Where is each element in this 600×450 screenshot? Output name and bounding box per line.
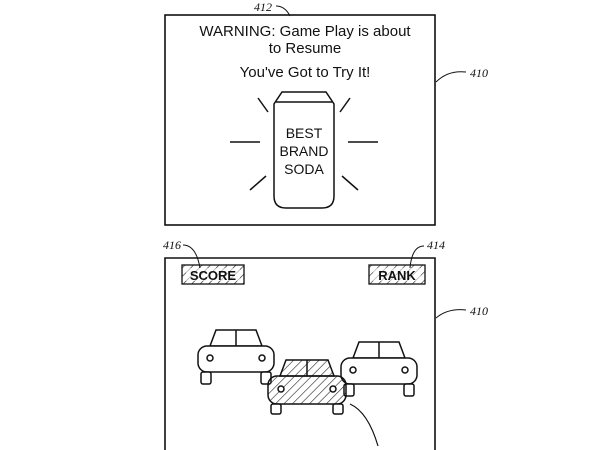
can-line-3: SODA [284,161,324,177]
leader-412 [275,5,291,17]
ref-numeral-412: 412 [254,0,272,14]
soda-can-icon [230,91,378,209]
top-screen-frame [164,14,436,226]
leader-410-bottom [435,309,467,319]
ref-numeral-416: 416 [163,238,181,252]
ref-numeral-410-top: 410 [470,66,488,80]
car-icon [267,359,347,415]
leader-410-top [435,71,467,83]
top-panel: 412 410 WARNING: Game Play is about to R… [164,0,488,226]
rank-label: RANK [378,268,416,283]
slogan: You've Got to Try It! [240,64,371,81]
can-line-1: BEST [286,125,323,141]
score-label: SCORE [190,268,237,283]
bottom-panel: 416 414 410 SCORE RANK [163,238,488,450]
bottom-screen-frame [164,257,436,450]
can-line-2: BRAND [279,143,328,159]
ref-numeral-410-bottom: 410 [470,304,488,318]
car-icon [197,329,275,385]
ref-numeral-414: 414 [427,238,445,252]
warning-line-2: to Resume [269,40,342,57]
rank-box: RANK [368,264,426,285]
player-pointer-line [349,403,379,447]
car-icon [340,341,418,397]
score-box: SCORE [181,264,245,285]
warning-line-1: WARNING: Game Play is about [199,23,411,40]
